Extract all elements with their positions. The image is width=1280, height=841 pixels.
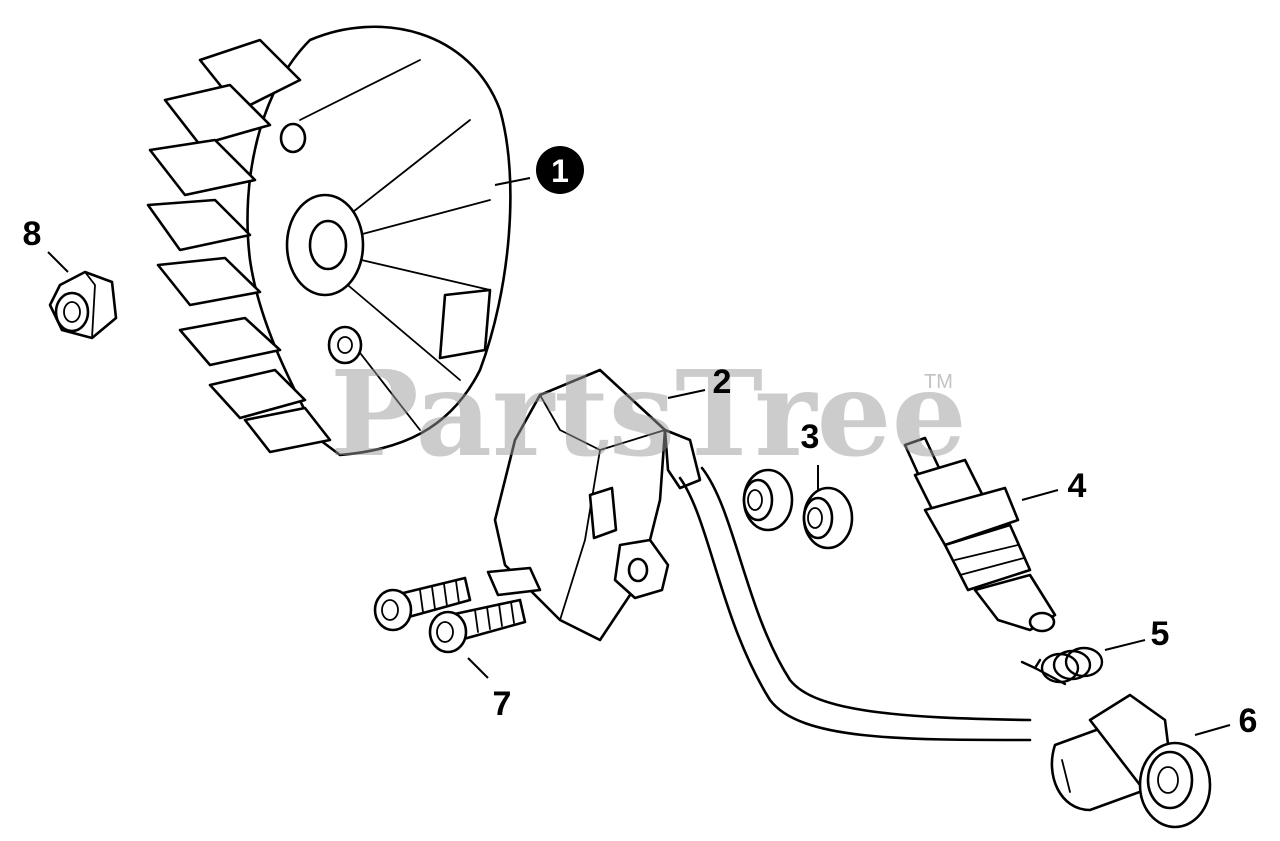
callout-5-label[interactable]: 5	[1151, 615, 1170, 653]
leader-1	[494, 177, 531, 186]
callout-4-label[interactable]: 4	[1068, 467, 1087, 505]
flywheel[interactable]	[146, 25, 512, 457]
callout-8-label[interactable]: 8	[23, 215, 42, 253]
screw-lower[interactable]	[428, 598, 527, 654]
leader-6	[1194, 724, 1231, 736]
callout-7-label[interactable]: 7	[493, 685, 512, 723]
spring[interactable]	[1020, 646, 1104, 686]
watermark-text: PartsTree	[330, 344, 967, 483]
callout-3-label[interactable]: 3	[801, 418, 820, 456]
callout-1-label: 1	[551, 153, 569, 189]
leader-5	[1104, 639, 1146, 651]
callout-1[interactable]: 1	[536, 146, 584, 194]
screw-upper[interactable]	[373, 576, 472, 632]
leader-4	[1021, 489, 1059, 501]
callout-2-label[interactable]: 2	[713, 363, 732, 401]
ignition-coil[interactable]	[486, 368, 702, 642]
spark-plug[interactable]	[903, 436, 1057, 633]
leader-2	[667, 389, 706, 399]
ignition-lead-wire[interactable]	[678, 466, 1032, 742]
callout-6-label[interactable]: 6	[1239, 702, 1258, 740]
leader-7	[467, 657, 489, 679]
watermark-trademark: TM	[924, 371, 953, 393]
grommet-right[interactable]	[802, 486, 854, 550]
spark-plug-boot[interactable]	[1050, 693, 1212, 829]
leader-8	[47, 251, 69, 273]
grommet-left[interactable]	[742, 468, 794, 532]
flange-nut[interactable]	[48, 270, 118, 340]
